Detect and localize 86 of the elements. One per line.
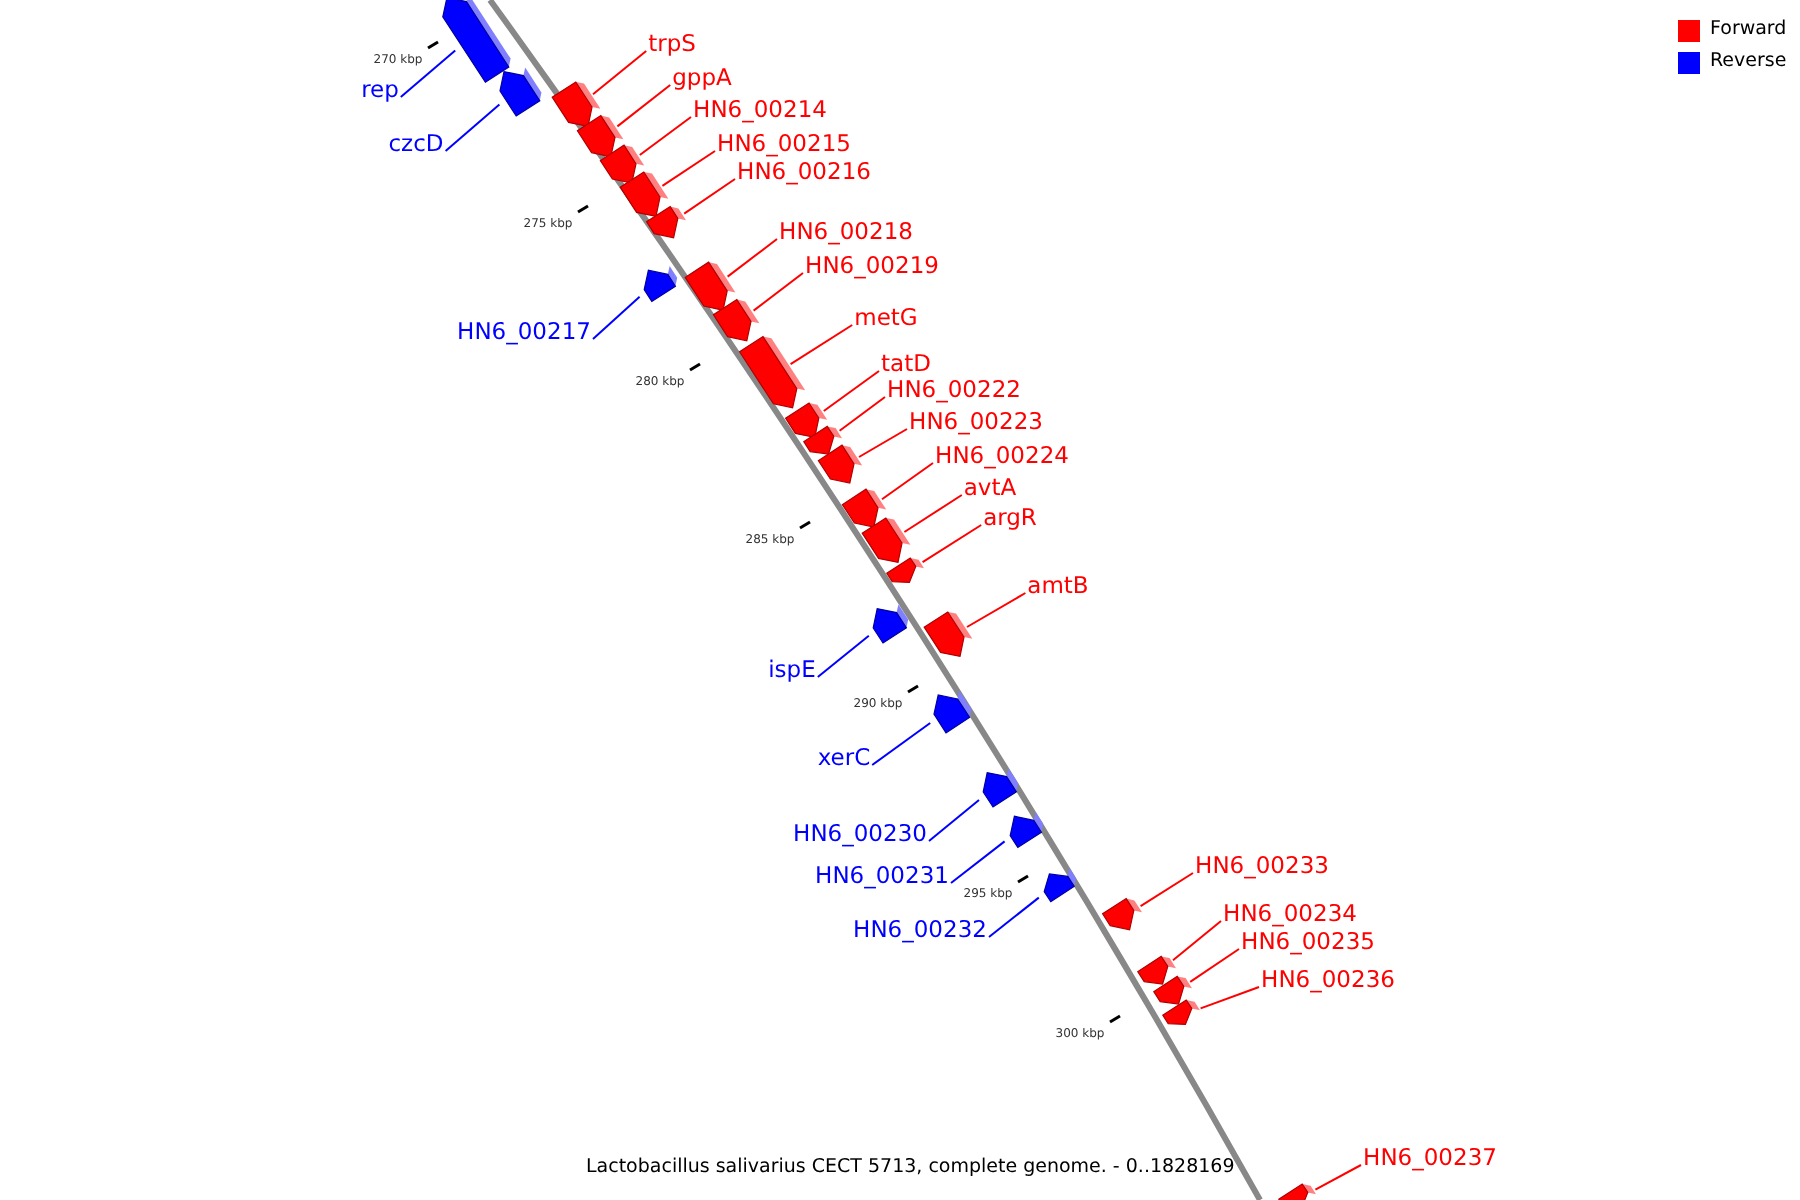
leader-line (1189, 948, 1240, 983)
gene-feature (644, 266, 678, 302)
leader-line (1172, 920, 1222, 962)
leader-line (858, 428, 908, 458)
legend-label: Forward (1710, 18, 1787, 40)
leader-line (726, 238, 778, 278)
gene-label: HN6_00231 (815, 863, 949, 889)
leader-line (881, 462, 934, 501)
gene-feature (1010, 812, 1044, 848)
leader-line (903, 494, 963, 533)
leader-line (928, 799, 980, 842)
gene-label: avtA (963, 475, 1017, 501)
leader-line (966, 592, 1027, 628)
gene-feature (802, 426, 844, 456)
gene-label: metG (854, 305, 918, 331)
leader-line (661, 150, 716, 187)
leader-line (752, 272, 804, 312)
leader-line (816, 634, 870, 678)
gene-feature (646, 206, 688, 238)
gene-feature (934, 690, 972, 734)
gene-feature (784, 402, 828, 438)
gene-feature (1044, 868, 1078, 902)
gene-feature (712, 298, 760, 342)
leader-line (988, 896, 1040, 938)
gene-label: trpS (648, 31, 696, 57)
gene-feature (886, 556, 926, 584)
caption: Lactobacillus salivarius CECT 5713, complete genome. - 0..1828169 (586, 1156, 1235, 1178)
gene-feature (684, 262, 736, 312)
gene-feature (862, 516, 912, 564)
gene-label: HN6_00230 (793, 821, 927, 847)
gene-label: HN6_00219 (805, 253, 939, 279)
gene-feature (442, 0, 512, 84)
leader-line (592, 50, 648, 96)
gene-label: gppA (672, 65, 732, 91)
leader-line (789, 324, 854, 366)
gene-feature (924, 610, 974, 658)
leader-line (822, 370, 880, 412)
leader-line (950, 840, 1006, 884)
gene-label: amtB (1027, 573, 1089, 599)
gene-feature (552, 80, 602, 128)
gene-feature (1136, 956, 1178, 986)
gene-label: HN6_00224 (935, 443, 1069, 469)
gene-label: HN6_00237 (1363, 1145, 1497, 1171)
leader-line (399, 49, 457, 98)
leader-line (638, 116, 692, 156)
gene-feature (738, 336, 806, 408)
leader-line (921, 524, 983, 564)
gene-feature (620, 170, 670, 218)
leader-line (616, 84, 672, 128)
gene-label: HN6_00217 (457, 319, 591, 345)
gene-feature (1162, 998, 1202, 1026)
leader-line (838, 396, 886, 432)
gene-label: HN6_00223 (909, 409, 1043, 435)
gene-feature (818, 444, 864, 484)
gene-label: HN6_00215 (717, 131, 851, 157)
gene-label: HN6_00236 (1261, 967, 1395, 993)
gene-feature (842, 488, 888, 528)
gene-label: HN6_00235 (1241, 929, 1375, 955)
leader-line (1314, 1164, 1362, 1191)
gene-label: HN6_00222 (887, 377, 1021, 403)
gene-feature (982, 768, 1020, 808)
gene-label: HN6_00232 (853, 917, 987, 943)
gene-label: argR (983, 505, 1037, 531)
gene-label: czcD (388, 131, 444, 157)
gene-label: ispE (768, 657, 816, 683)
gene-feature (1152, 976, 1194, 1006)
gene-label: rep (361, 77, 399, 103)
gene-feature (576, 114, 624, 158)
gene-label: HN6_00214 (693, 97, 827, 123)
gene-label: tatD (881, 351, 931, 377)
gene-label: xerC (817, 745, 871, 771)
gene-label: HN6_00234 (1223, 901, 1357, 927)
leader-line (444, 103, 501, 152)
leader-line (1139, 872, 1194, 908)
gene-feature (872, 604, 910, 644)
leader-line (1199, 986, 1260, 1010)
gene-label: HN6_00218 (779, 219, 913, 245)
legend-label: Reverse (1710, 50, 1787, 72)
leader-line (683, 178, 736, 215)
leader-line (592, 295, 641, 340)
gene-feature (498, 66, 542, 118)
gene-label: HN6_00233 (1195, 853, 1329, 879)
gene-feature (1102, 898, 1144, 930)
gene-label: HN6_00216 (737, 159, 871, 185)
leader-line (871, 722, 932, 766)
gene-feature (600, 144, 646, 184)
